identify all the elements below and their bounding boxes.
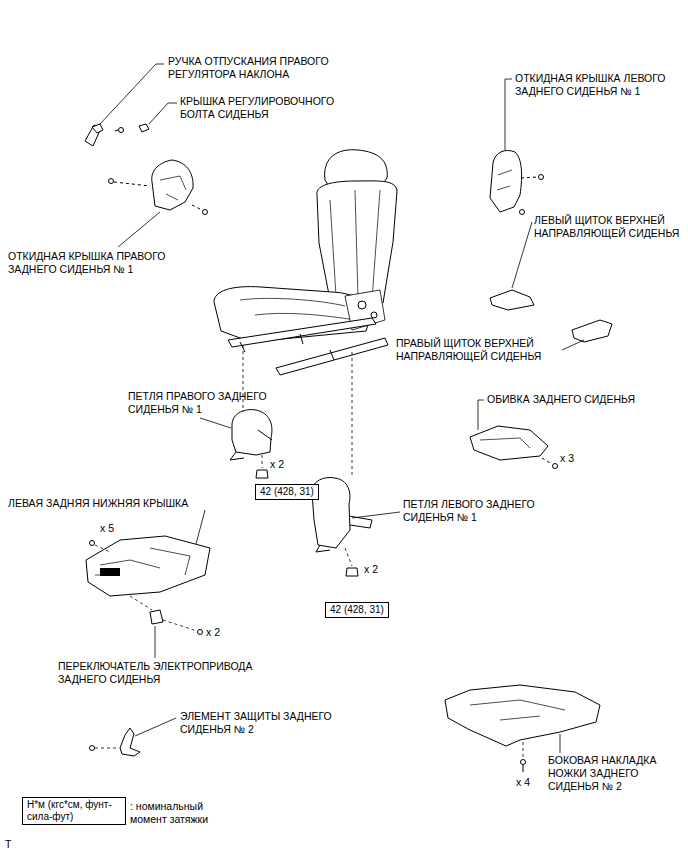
part-name: ОТКИДНАЯ КРЫШКА ЛЕВОГО ЗАДНЕГО СИДЕНЬЯ №… [515, 72, 681, 98]
part-name: БОКОВАЯ НАКЛАДКА НОЖКИ ЗАДНЕГО СИДЕНЬЯ №… [548, 754, 683, 793]
part-name: ПРАВЫЙ ЩИТОК ВЕРХНЕЙ НАПРАВЛЯЮЩЕЙ СИДЕНЬ… [396, 337, 564, 363]
part-name: ОТКИДНАЯ КРЫШКА ПРАВОГО ЗАДНЕГО СИДЕНЬЯ … [8, 250, 198, 276]
quantity: x 3 [560, 452, 574, 465]
box-text: 42 (428, 31) [330, 604, 384, 616]
part-name: ЭЛЕМЕНТ ЗАЩИТЫ ЗАДНЕГО СИДЕНЬЯ № 2 [180, 710, 355, 736]
figure-code: T [5, 838, 11, 851]
part-name: РУЧКА ОТПУСКАНИЯ ПРАВОГО РЕГУЛЯТОРА НАКЛ… [168, 55, 368, 81]
part-name: ПЕТЛЯ ПРАВОГО ЗАДНЕГО СИДЕНЬЯ № 1 [128, 390, 293, 416]
box-text: 42 (428, 31) [260, 486, 314, 498]
part-name: ЛЕВАЯ ЗАДНЯЯ НИЖНЯЯ КРЫШКА [8, 497, 188, 510]
quantity: x 2 [270, 458, 284, 471]
quantity: x 5 [100, 522, 114, 535]
legend-sample-box: Н*м (кгс*см, фунт-сила-фут) [22, 797, 126, 825]
torque-spec-box: 42 (428, 31) [325, 602, 389, 618]
part-name: ЛЕВЫЙ ЩИТОК ВЕРХНЕЙ НАПРАВЛЯЮЩЕЙ СИДЕНЬЯ [534, 214, 684, 240]
part-name: ПЕТЛЯ ЛЕВОГО ЗАДНЕГО СИДЕНЬЯ № 1 [403, 498, 563, 524]
quantity: x 2 [206, 626, 220, 639]
part-name: КРЫШКА РЕГУЛИРОВОЧНОГО БОЛТА СИДЕНЬЯ [180, 95, 370, 121]
part-name: ПЕРЕКЛЮЧАТЕЛЬ ЭЛЕКТРОПРИВОДА ЗАДНЕГО СИД… [58, 660, 288, 686]
legend-note: : номинальный момент затяжки [130, 800, 222, 826]
quantity: x 2 [364, 563, 378, 576]
quantity: x 4 [516, 776, 530, 789]
box-text: Н*м (кгс*см, фунт-сила-фут) [27, 799, 121, 823]
part-name: ОБИВКА ЗАДНЕГО СИДЕНЬЯ [487, 393, 635, 406]
torque-spec-box: 42 (428, 31) [255, 484, 319, 500]
